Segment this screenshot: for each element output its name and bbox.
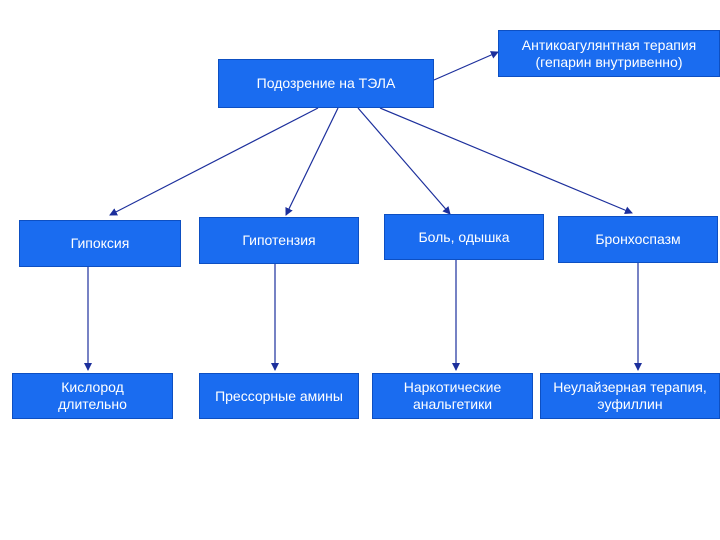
- pain-dyspnea-label: Боль, одышка: [418, 228, 510, 245]
- anticoagulant-therapy-box: Антикоагулянтная терапия (гепарин внутри…: [498, 30, 720, 77]
- hypotension-label: Гипотензия: [242, 232, 316, 248]
- oxygen-label: Кислород длительно: [58, 379, 127, 412]
- arrow-suspicion-to-bronchospasm: [379, 107, 633, 214]
- anticoagulant-therapy-label: Антикоагулянтная терапия (гепарин внутри…: [521, 36, 697, 70]
- hypotension-box: Гипотензия: [199, 217, 359, 264]
- pressor-amines-box: Прессорные амины: [199, 373, 359, 419]
- suspicion-pe-label: Подозрение на ТЭЛА: [256, 75, 396, 91]
- hypoxia-label: Гипоксия: [70, 235, 130, 251]
- nebulizer-therapy-box: Неулайзерная терапия, эуфиллин: [540, 373, 720, 419]
- suspicion-pe-box: Подозрение на ТЭЛА: [218, 59, 434, 108]
- pain-dyspnea-box: Боль, одышка: [384, 214, 544, 260]
- narcotic-analgesics-box: Наркотические анальгетики: [372, 373, 533, 419]
- pressor-amines-label: Прессорные амины: [215, 387, 343, 404]
- arrow-suspicion-to-anticoag: [433, 51, 499, 81]
- hypoxia-box: Гипоксия: [19, 220, 181, 267]
- arrow-suspicion-to-hypotension: [285, 107, 339, 216]
- narcotic-analgesics-label: Наркотические анальгетики: [403, 379, 502, 412]
- oxygen-box: Кислород длительно: [12, 373, 173, 419]
- arrow-suspicion-to-hypoxia: [109, 107, 319, 216]
- nebulizer-therapy-label: Неулайзерная терапия, эуфиллин: [553, 379, 707, 412]
- bronchospasm-label: Бронхоспазм: [595, 231, 681, 247]
- arrow-suspicion-to-pain: [357, 107, 451, 215]
- bronchospasm-box: Бронхоспазм: [558, 216, 718, 263]
